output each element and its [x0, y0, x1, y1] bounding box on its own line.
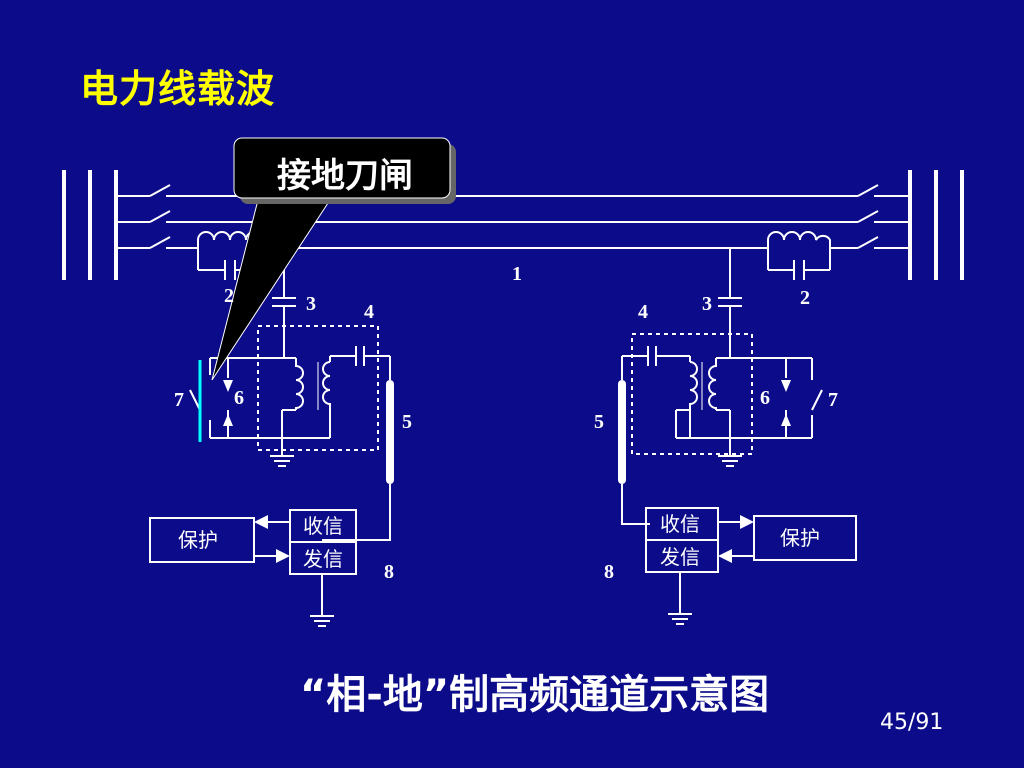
label-line: 1	[512, 263, 522, 285]
arrester-arrow-left-down	[223, 380, 233, 392]
arrester-arrow-right-down	[781, 380, 791, 392]
protection-label-left: 保护	[178, 528, 218, 552]
arrow-to-send-right	[718, 549, 732, 563]
label-transceiver-left: 8	[384, 561, 394, 583]
label-arrester-right: 6	[760, 387, 770, 409]
label-cable-right: 5	[594, 411, 604, 433]
receive-label-left: 收信	[303, 514, 343, 538]
label-trap-left: 2	[224, 285, 234, 307]
callout-label: 接地刀闸	[277, 155, 413, 196]
coax-cable-left	[322, 380, 394, 541]
callout-bubble	[211, 137, 456, 381]
label-filter-left: 4	[364, 301, 374, 323]
label-arrester-left: 6	[234, 387, 244, 409]
coax-cable-right	[618, 380, 650, 525]
coupling-right	[621, 248, 753, 467]
arrester-arrow-left-up	[223, 414, 233, 426]
send-label-left: 发信	[303, 547, 343, 571]
send-label-right: 发信	[660, 545, 700, 569]
label-coupling-cap-left: 3	[306, 293, 316, 315]
slide-title: 电力线载波	[80, 67, 276, 111]
label-ground-switch-right: 7	[828, 389, 838, 411]
line-trap-right	[767, 231, 831, 280]
label-transceiver-right: 8	[604, 561, 614, 583]
arrow-to-protection-right	[740, 515, 754, 529]
label-coupling-cap-right: 3	[702, 293, 712, 315]
label-cable-left: 5	[402, 411, 412, 433]
label-trap-right: 2	[800, 287, 810, 309]
page-number: 45/91	[880, 710, 944, 735]
protection-label-right: 保护	[780, 526, 820, 550]
busbars	[62, 170, 964, 280]
coupling-left	[257, 248, 391, 467]
label-ground-switch-left: 7	[174, 389, 184, 411]
arrow-to-send-left	[276, 549, 290, 563]
slide-caption: “相-地”制高频通道示意图	[300, 672, 770, 718]
arrow-to-protection-left	[254, 515, 268, 529]
arrester-switch-right	[730, 357, 823, 439]
receive-label-right: 收信	[660, 512, 700, 536]
arrester-arrow-right-up	[781, 414, 791, 426]
label-filter-right: 4	[638, 301, 648, 323]
